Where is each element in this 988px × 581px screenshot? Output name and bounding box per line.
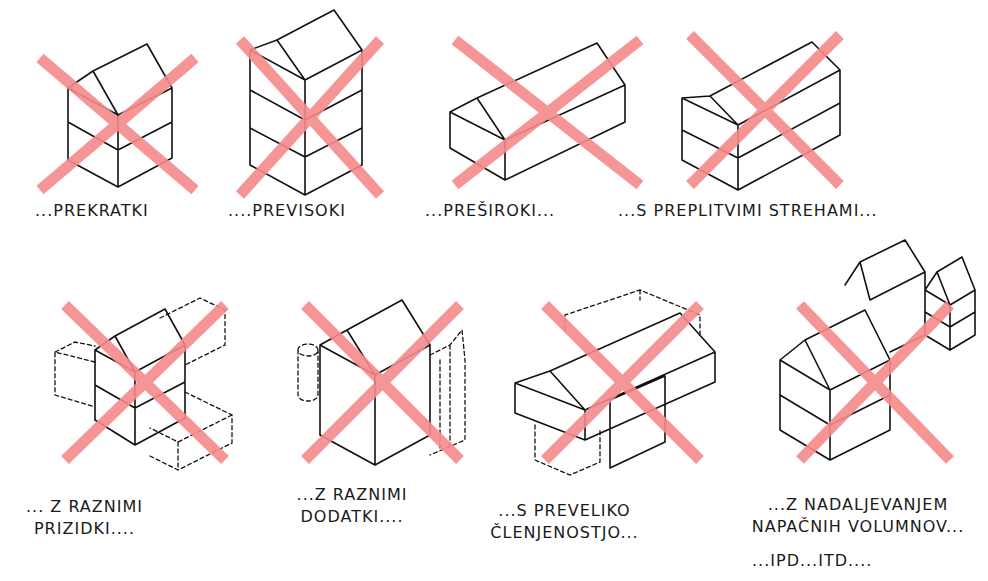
building-sketch (780, 240, 975, 460)
handwritten-caption: ... Z RAZNIMI PRIZIDKI.... (2, 496, 167, 540)
extension-outline (55, 298, 232, 470)
handwritten-caption: ...S PREPLITVIMI STREHAMI... (618, 200, 986, 222)
reject-cross (40, 58, 195, 190)
handwritten-caption: ...IPD...ITD.... (752, 550, 952, 572)
handwritten-caption: ...PREKRATKI (35, 200, 225, 222)
handwritten-caption: ...Z RAZNIMI DODATKI.... (272, 484, 432, 528)
reject-cross (545, 305, 700, 460)
handwritten-caption: ...S PREVELIKO ČLENJENOSTJO... (472, 500, 657, 544)
handwritten-caption: ...Z NADALJEVANJEM NAPAČNIH VOLUMNOV... (738, 494, 978, 538)
reject-cross (240, 40, 380, 195)
articulation-outline (535, 290, 700, 475)
reject-cross (305, 305, 460, 460)
reject-cross (690, 35, 840, 185)
reject-cross (455, 40, 640, 185)
reject-cross (800, 305, 950, 460)
reject-cross (65, 305, 225, 460)
handwritten-caption: ...PREŠIROKI... (425, 200, 625, 222)
handwritten-caption: ....PREVISOKI (228, 200, 418, 222)
